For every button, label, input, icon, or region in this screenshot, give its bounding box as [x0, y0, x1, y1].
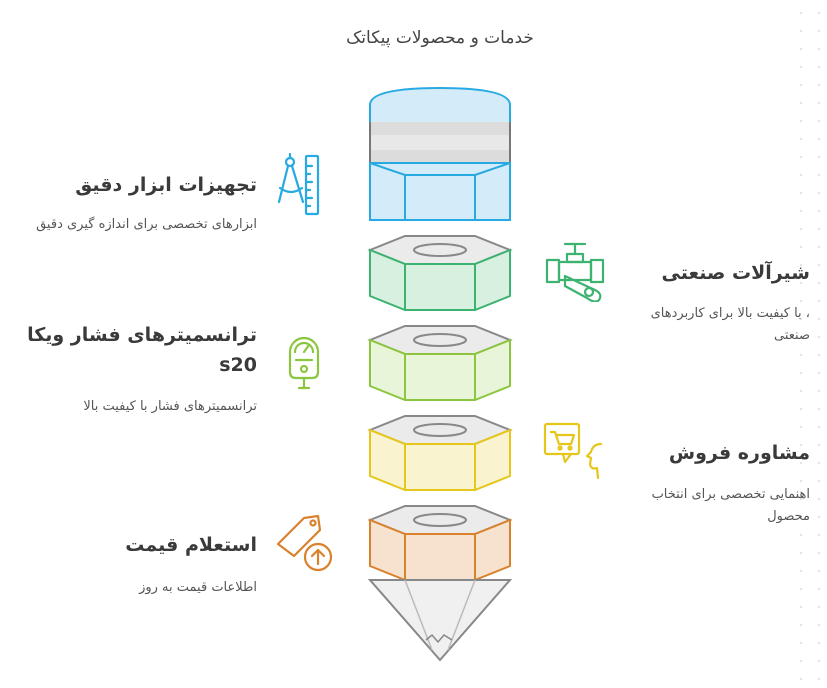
pressure-gauge-icon: [288, 336, 320, 390]
drafting-compass-ruler-icon: [277, 152, 320, 216]
pencil-segment-lime: [367, 325, 513, 401]
sales-consult-icon: [543, 422, 603, 480]
price-tag-icon: [276, 514, 333, 572]
industrial-valves-heading: شیرآلات صنعتی: [661, 262, 810, 284]
page-title: خدمات و محصولات پیکاتک: [346, 28, 534, 48]
price-inquiry-description: اطلاعات قیمت به روز: [139, 580, 257, 595]
sales-consultation-heading: مشاوره فروش: [668, 442, 810, 464]
pencil-eraser: [369, 86, 511, 221]
pressure-transmitters-heading: ترانسمیترهای فشار ویکا s20: [27, 324, 257, 376]
pencil-segment-green: [367, 235, 513, 311]
pressure-transmitters-description: ترانسمیترهای فشار با کیفیت بالا: [83, 399, 257, 414]
industrial-valves-description: ، با کیفیت بالا برای کاربردهای صنعتی: [650, 306, 810, 343]
industrial-valve-icon: [545, 242, 605, 302]
pencil-segment-yellow: [367, 415, 513, 491]
pencil-tip: [367, 579, 513, 662]
sales-consultation-description: اهنمایی تخصصی برای انتخاب محصول: [651, 487, 810, 524]
instrumentation-heading: تجهیزات ابزار دقیق: [75, 174, 257, 196]
dotted-background: [788, 0, 827, 688]
pencil-diagram: [367, 86, 513, 662]
pencil-segment-orange: [367, 505, 513, 581]
instrumentation-description: ابزارهای تخصصی برای اندازه گیری دقیق: [36, 217, 257, 232]
price-inquiry-heading: استعلام قیمت: [125, 534, 257, 556]
